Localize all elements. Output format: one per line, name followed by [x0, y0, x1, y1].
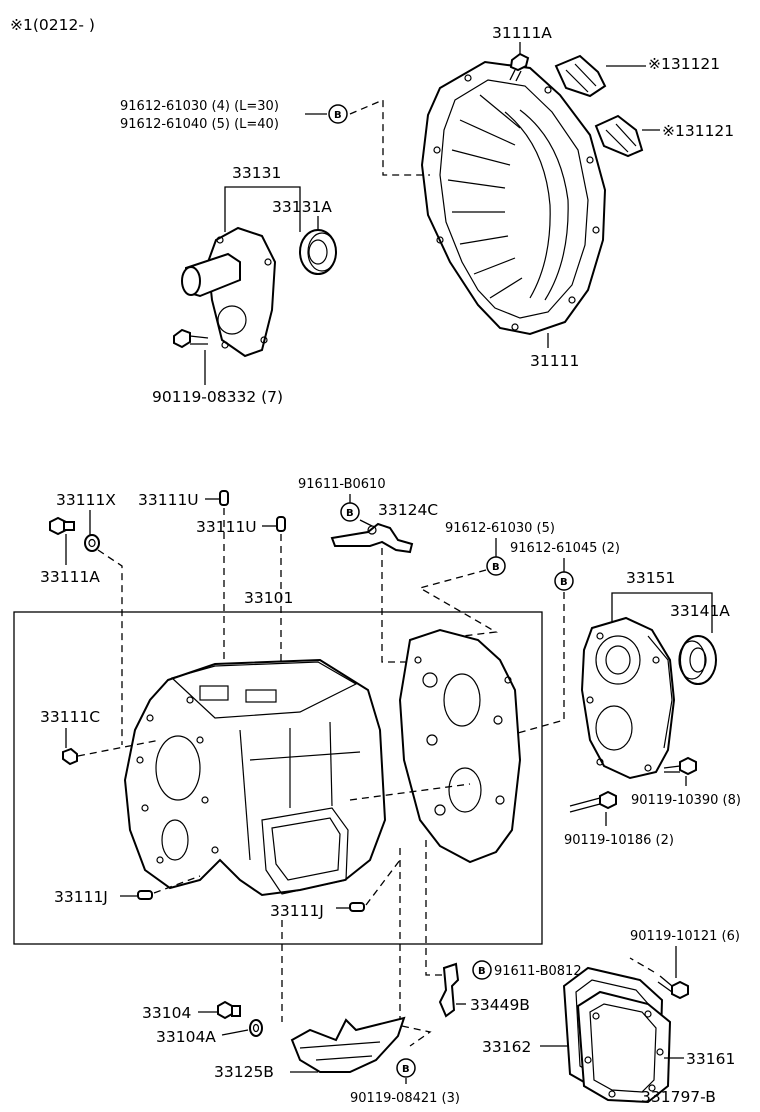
- svg-text:B: B: [560, 577, 568, 588]
- label-33161: 33161: [686, 1050, 735, 1068]
- label-33124C: 33124C: [378, 501, 438, 519]
- label-33111J-a: 33111J: [54, 888, 108, 906]
- label-33101: 33101: [244, 589, 293, 607]
- bolt-marker-b-4: B: [554, 571, 574, 591]
- label-33111J-b: 33111J: [270, 902, 324, 920]
- label-33111C: 33111C: [40, 708, 100, 726]
- label-91612-61030-4: 91612-61030 (4) (L=30): [120, 99, 279, 114]
- label-90119-08421: 90119-08421 (3): [350, 1091, 460, 1106]
- gasket-33104A: [249, 1019, 263, 1037]
- svg-text:B: B: [402, 1064, 410, 1075]
- oil-seal-33141A: [678, 635, 717, 685]
- bolt-marker-b-5: B: [472, 960, 492, 980]
- dowel-33111J-b: [349, 902, 365, 912]
- clip-131121-a: [554, 54, 607, 98]
- bolt-90119-10186: [569, 790, 617, 813]
- svg-text:B: B: [478, 966, 486, 977]
- bolt-33111A-left: [49, 516, 75, 536]
- clutch-housing-31111: [420, 60, 607, 336]
- bolt-marker-b-6: B: [396, 1058, 416, 1078]
- drawing-id: 331797-B: [641, 1088, 716, 1106]
- drain-plug-33104: [217, 1000, 241, 1020]
- label-33162: 33162: [482, 1038, 531, 1056]
- label-33125B: 33125B: [214, 1063, 274, 1081]
- dowel-33111U-a: [219, 490, 229, 506]
- header-note: ※1(0212- ): [10, 16, 95, 34]
- bearing-retainer-33131: [181, 226, 277, 358]
- svg-text:B: B: [346, 508, 354, 519]
- bolt-marker-b-2: B: [340, 502, 360, 522]
- label-90119-10121: 90119-10121 (6): [630, 929, 740, 944]
- extension-housing-33151: [580, 616, 676, 780]
- svg-text:B: B: [334, 110, 342, 121]
- label-33131A: 33131A: [272, 198, 332, 216]
- label-33111X: 33111X: [56, 491, 116, 509]
- lock-plate-33124C: [330, 522, 414, 554]
- label-90119-10390: 90119-10390 (8): [631, 793, 741, 808]
- label-131121-b: ※131121: [662, 122, 734, 140]
- bolt-marker-b-1: B: [328, 104, 348, 124]
- label-91611-B0812: 91611-B0812: [494, 964, 582, 979]
- label-91611-B0610: 91611-B0610: [298, 477, 386, 492]
- label-33141A: 33141A: [670, 602, 730, 620]
- label-131121-a: ※131121: [648, 55, 720, 73]
- label-91612-61040-5: 91612-61040 (5) (L=40): [120, 117, 279, 132]
- label-33111U-a: 33111U: [138, 491, 199, 509]
- bolt-90119-10390: [663, 756, 697, 776]
- label-90119-08332: 90119-08332 (7): [152, 388, 283, 406]
- label-91612-61030-5: 91612-61030 (5): [445, 521, 555, 536]
- label-33151: 33151: [626, 569, 675, 587]
- nut-33111C: [62, 747, 78, 766]
- label-91612-61045-2: 91612-61045 (2): [510, 541, 620, 556]
- label-33111U-b: 33111U: [196, 518, 257, 536]
- transmission-case-33101: [123, 658, 387, 897]
- label-33111A-left: 33111A: [40, 568, 100, 586]
- cover-33161: [576, 990, 672, 1104]
- bolt-marker-b-3: B: [486, 556, 506, 576]
- bolt-90119-08332: [173, 328, 209, 349]
- washer-33111X: [84, 534, 100, 552]
- bracket-33449B: [438, 962, 460, 1018]
- clip-131121-b: [594, 114, 644, 158]
- intermediate-plate: [398, 628, 522, 864]
- assembly-frame: [13, 611, 543, 945]
- label-33104: 33104: [142, 1004, 191, 1022]
- svg-text:B: B: [492, 562, 500, 573]
- bolt-90119-10121: [657, 975, 689, 1000]
- dowel-33111U-b: [276, 516, 286, 532]
- oil-seal-33131A: [299, 229, 337, 275]
- label-31111A-top: 31111A: [492, 24, 552, 42]
- label-33449B: 33449B: [470, 996, 530, 1014]
- cover-33125B: [290, 1016, 406, 1073]
- label-90119-10186: 90119-10186 (2): [564, 833, 674, 848]
- label-33104A: 33104A: [156, 1028, 216, 1046]
- label-31111: 31111: [530, 352, 579, 370]
- label-33131: 33131: [232, 164, 281, 182]
- dowel-33111J-a: [137, 890, 153, 900]
